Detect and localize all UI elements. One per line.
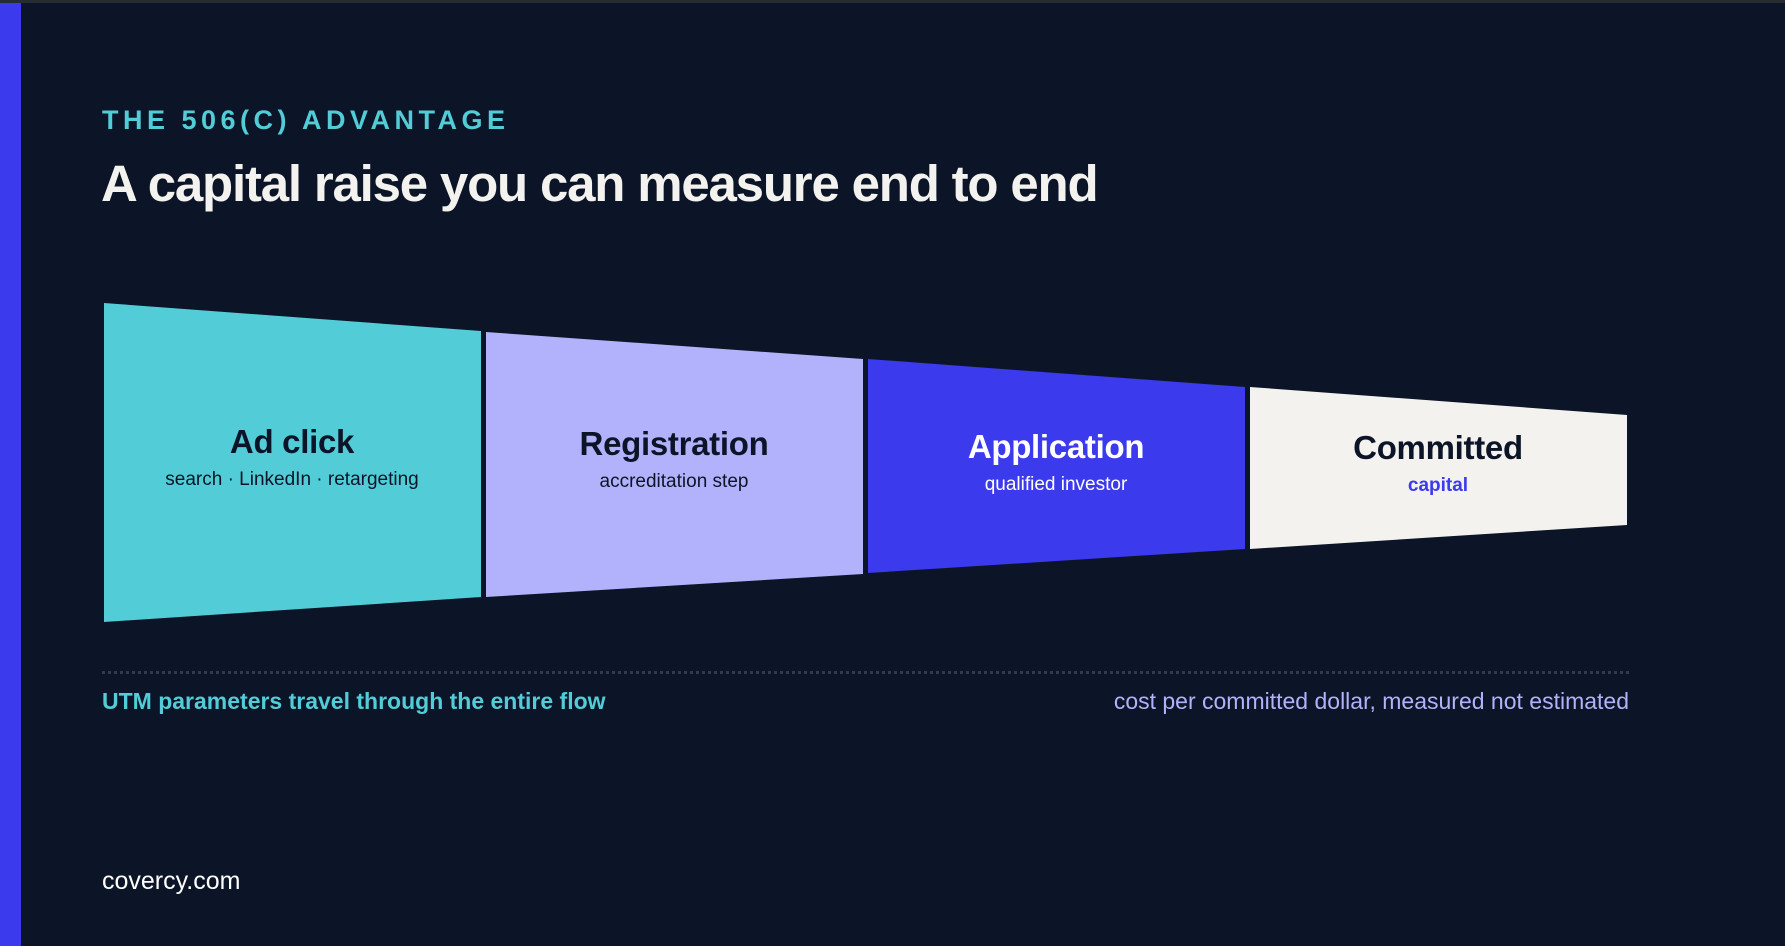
- stage-subtitle: accreditation step: [599, 471, 749, 492]
- funnel-segment-registration: [486, 332, 863, 597]
- funnel-segment-ad-click: [104, 303, 481, 622]
- stage-ad-click: Ad click search · LinkedIn · retargeting: [104, 422, 480, 492]
- eyebrow-label: THE 506(C) ADVANTAGE: [102, 105, 510, 135]
- stage-registration: Registration accreditation step: [486, 424, 862, 494]
- stage-application: Application qualified investor: [868, 427, 1244, 497]
- accent-bar: [0, 3, 21, 946]
- cost-note: cost per committed dollar, measured not …: [1113, 688, 1629, 714]
- stage-subtitle: search · LinkedIn · retargeting: [165, 469, 419, 490]
- page-title: A capital raise you can measure end to e…: [101, 155, 1099, 212]
- stage-name: Application: [967, 428, 1145, 465]
- stage-name: Ad click: [229, 423, 355, 460]
- utm-note: UTM parameters travel through the entire…: [102, 688, 606, 714]
- stage-name: Committed: [1353, 429, 1523, 466]
- dotted-divider: [102, 671, 1629, 674]
- stage-subtitle: capital: [1407, 475, 1469, 496]
- footer-url: covercy.com: [102, 867, 241, 895]
- funnel-segment-committed: [1250, 387, 1627, 549]
- window-top-strip: [0, 0, 1785, 3]
- stage-committed: Committed capital: [1250, 428, 1626, 498]
- stage-name: Registration: [579, 425, 769, 462]
- funnel-segment-application: [868, 359, 1245, 573]
- stage-subtitle: qualified investor: [984, 474, 1128, 495]
